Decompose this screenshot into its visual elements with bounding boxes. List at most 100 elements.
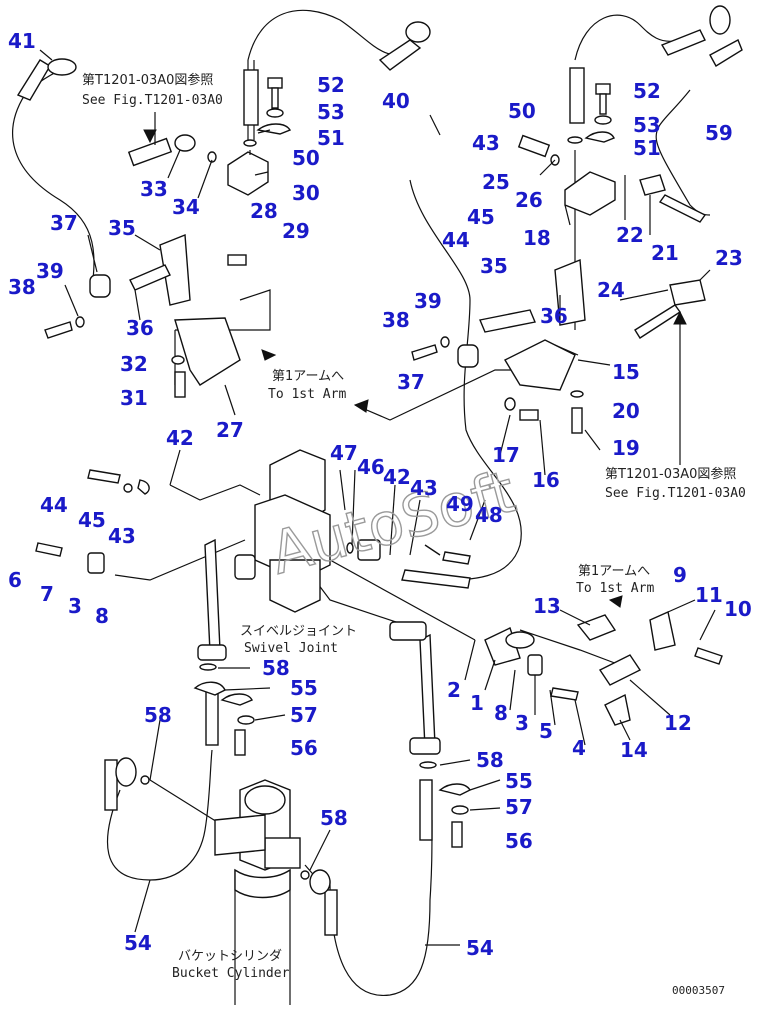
callout: 8 [494,701,508,725]
callout: 4 [572,736,586,760]
callout: 22 [616,223,644,247]
callout: 24 [597,278,625,302]
callout: 52 [317,73,345,97]
callout: 8 [95,604,109,628]
callout: 57 [505,795,533,819]
callout: 47 [330,441,358,465]
callout: 23 [715,246,743,270]
callout: 33 [140,177,168,201]
callout: 43 [472,131,500,155]
callout: 3 [515,711,529,735]
notes: 第T1201-03A0図参照 See Fig.T1201-03A0 第T1201… [82,72,746,997]
callout: 42 [383,465,411,489]
callout: 25 [482,170,510,194]
callout: 42 [166,426,194,450]
ref-right-en: See Fig.T1201-03A0 [605,486,746,501]
callout: 43 [108,524,136,548]
callout: 44 [442,228,470,252]
arm-right-en: To 1st Arm [576,581,654,596]
callout: 56 [505,829,533,853]
callout: 28 [250,199,278,223]
callout: 39 [36,259,64,283]
ref-left-jp: 第T1201-03A0図参照 [82,72,213,88]
callout: 43 [410,476,438,500]
callout: 53 [633,113,661,137]
callout: 35 [480,254,508,278]
callout: 52 [633,79,661,103]
arrows [143,129,687,608]
callout: 38 [8,275,36,299]
callout: 53 [317,100,345,124]
callout: 35 [108,216,136,240]
callout: 9 [673,563,687,587]
callout: 12 [664,711,692,735]
callout: 21 [651,241,679,265]
callout: 16 [532,468,560,492]
callout: 58 [144,703,172,727]
callout: 3 [68,594,82,618]
callout: 2 [447,678,461,702]
arm-middle-jp: 第1アームへ [272,369,344,384]
callout: 17 [492,443,520,467]
callout: 51 [317,126,345,150]
callout: 7 [40,582,54,606]
swivel-en: Swivel Joint [244,641,338,656]
callout: 54 [466,936,494,960]
callout: 1 [470,691,484,715]
callout: 29 [282,219,310,243]
callout: 11 [695,583,723,607]
callout: 14 [620,738,648,762]
callout: 27 [216,418,244,442]
callout: 40 [382,89,410,113]
arm-middle-en: To 1st Arm [268,387,346,402]
callout: 26 [515,188,543,212]
callout: 39 [414,289,442,313]
bucket-en: Bucket Cylinder [172,966,290,981]
callout: 58 [476,748,504,772]
bucket-jp: バケットシリンダ [178,949,282,964]
callout: 55 [505,769,533,793]
callout: 13 [533,594,561,618]
callout: 20 [612,399,640,423]
callout: 10 [724,597,752,621]
callout: 55 [290,676,318,700]
callout: 58 [320,806,348,830]
callouts: 41 52 53 51 50 33 34 30 28 29 37 35 39 3… [8,29,752,960]
parts-shapes [16,5,743,936]
callout: 41 [8,29,36,53]
callout: 36 [540,304,568,328]
callout: 51 [633,136,661,160]
callout: 30 [292,181,320,205]
callout: 56 [290,736,318,760]
callout: 6 [8,568,22,592]
callout: 50 [292,146,320,170]
drawing-number: 00003507 [672,984,725,997]
callout: 36 [126,316,154,340]
callout: 45 [467,205,495,229]
callout: 34 [172,195,200,219]
callout: 15 [612,360,640,384]
callout: 59 [705,121,733,145]
callout: 54 [124,931,152,955]
arm-right-jp: 第1アームへ [578,564,650,579]
callout: 44 [40,493,68,517]
callout: 48 [475,503,503,527]
callout: 19 [612,436,640,460]
callout: 37 [397,370,425,394]
leader-lines [39,49,716,946]
callout: 45 [78,508,106,532]
callout: 49 [446,492,474,516]
ref-left-en: See Fig.T1201-03A0 [82,93,223,108]
ref-right-jp: 第T1201-03A0図参照 [605,466,736,482]
callout: 38 [382,308,410,332]
callout: 5 [539,719,553,743]
callout: 37 [50,211,78,235]
callout: 32 [120,352,148,376]
callout: 46 [357,455,385,479]
callout: 50 [508,99,536,123]
callout: 57 [290,703,318,727]
swivel-jp: スイベルジョイント [240,624,357,639]
callout: 58 [262,656,290,680]
